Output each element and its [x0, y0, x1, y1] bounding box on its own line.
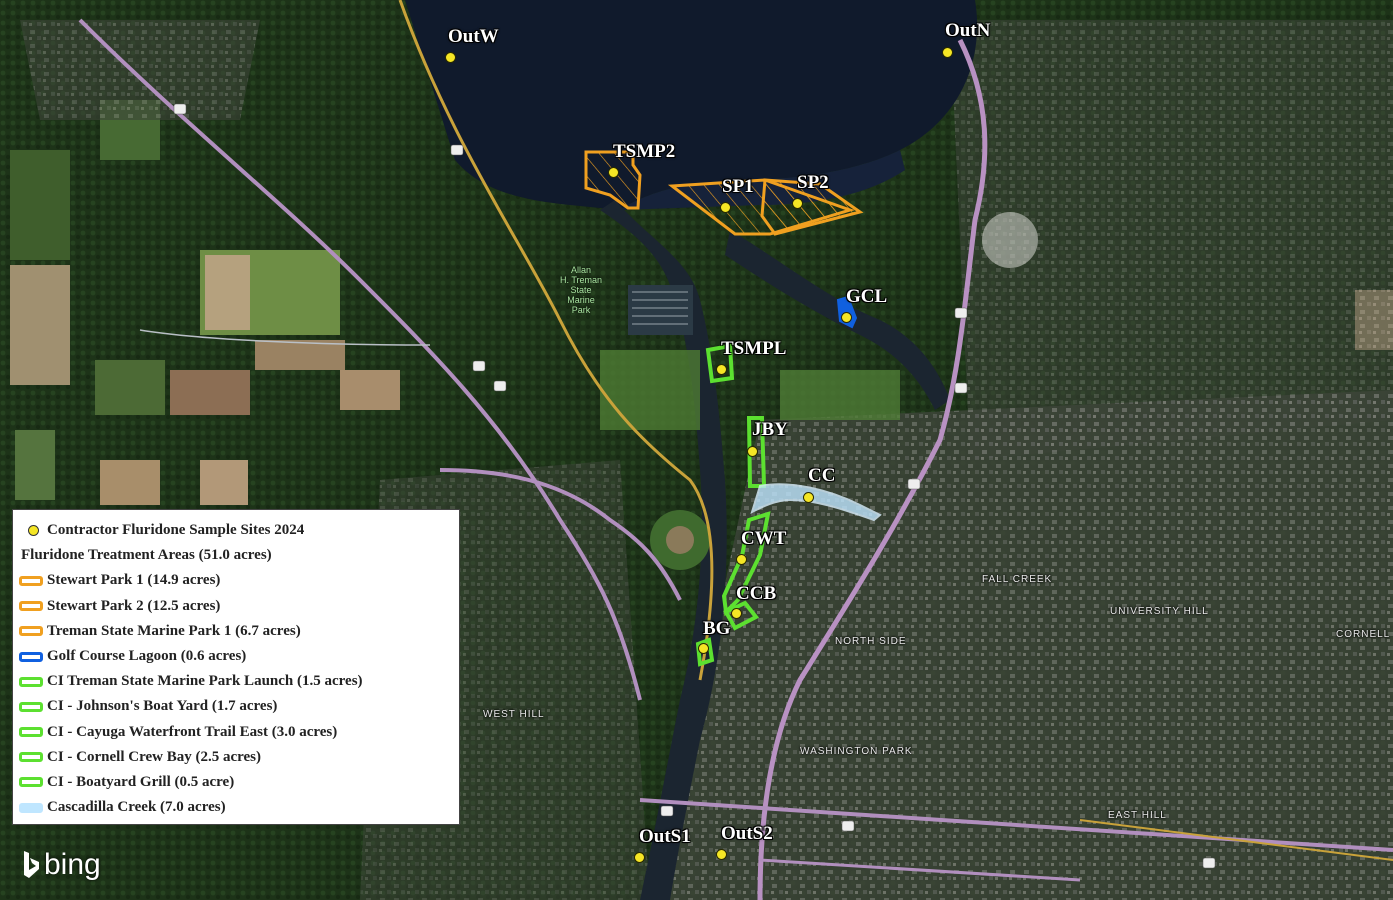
place-label-east-hill: EAST HILL — [1108, 810, 1167, 821]
park-name-label: Allan H. Treman State Marine Park — [560, 265, 603, 315]
sample-site-label-ccb: CCB — [736, 583, 777, 604]
legend-item: CI - Johnson's Boat Yard (1.7 acres) — [19, 694, 453, 719]
legend-swatch-icon — [19, 777, 43, 788]
legend-item-label: CI - Johnson's Boat Yard (1.7 acres) — [47, 698, 278, 715]
sample-site-dot-tsmp2 — [608, 167, 619, 178]
treatment-area-sp2 — [760, 178, 864, 236]
bing-logo: bing — [22, 848, 101, 882]
sample-site-label-tsmp2: TSMP2 — [613, 141, 676, 162]
sample-site-label-bg: BG — [703, 618, 731, 639]
legend-swatch-icon — [19, 651, 43, 662]
legend-item: Cascadilla Creek (7.0 acres) — [19, 795, 453, 820]
sample-site-dot-jby — [747, 446, 758, 457]
legend-item: CI - Cayuga Waterfront Trail East (3.0 a… — [19, 720, 453, 745]
place-label-university-hill: UNIVERSITY HILL — [1110, 606, 1209, 617]
legend-item-label: Stewart Park 1 (14.9 acres) — [47, 572, 221, 589]
place-label-cornell: CORNELL — [1336, 629, 1391, 640]
place-label-fall-creek: FALL CREEK — [982, 574, 1053, 585]
sample-site-dot-outs1 — [634, 852, 645, 863]
sample-site-dot-outs2 — [716, 849, 727, 860]
legend-item: Treman State Marine Park 1 (6.7 acres) — [19, 619, 453, 644]
sample-site-label-cc: CC — [808, 465, 836, 486]
legend-swatch-icon — [19, 575, 43, 586]
sample-site-label-sp1: SP1 — [722, 176, 754, 197]
sample-site-label-sp2: SP2 — [797, 172, 829, 193]
legend-swatch-icon — [19, 701, 43, 712]
legend-item: CI - Boatyard Grill (0.5 acre) — [19, 770, 453, 795]
legend-swatch-icon — [19, 727, 43, 738]
sample-site-dot-ccb — [731, 608, 742, 619]
legend-sample-sites-label: Contractor Fluridone Sample Sites 2024 — [47, 522, 305, 539]
bing-wordmark: bing — [44, 848, 101, 881]
sample-site-label-gcl: GCL — [846, 286, 888, 307]
legend-item-label: CI - Cayuga Waterfront Trail East (3.0 a… — [47, 723, 338, 740]
legend-item-label: Golf Course Lagoon (0.6 acres) — [47, 648, 247, 665]
legend-item-label: CI - Boatyard Grill (0.5 acre) — [47, 773, 235, 790]
sample-site-dot-tsmpl — [716, 364, 727, 375]
sample-site-dot-bg — [698, 643, 709, 654]
legend-item: Stewart Park 1 (14.9 acres) — [19, 568, 453, 593]
place-label-west-hill: WEST HILL — [483, 709, 545, 720]
legend-item: CI Treman State Marine Park Launch (1.5 … — [19, 669, 453, 694]
legend-item: Golf Course Lagoon (0.6 acres) — [19, 644, 453, 669]
legend-swatch-icon — [19, 601, 43, 612]
treatment-area-bg — [695, 637, 715, 667]
legend-treatment-heading: Fluridone Treatment Areas (51.0 acres) — [21, 547, 272, 564]
sample-site-label-outs1: OutS1 — [639, 826, 691, 847]
sample-site-dot-sp1 — [720, 202, 731, 213]
sample-site-dot-gcl — [841, 312, 852, 323]
sample-site-dot-icon — [28, 525, 39, 537]
sample-site-dot-cwt — [736, 554, 747, 565]
legend-items: Stewart Park 1 (14.9 acres) Stewart Park … — [19, 568, 453, 820]
sample-site-label-outw: OutW — [448, 26, 499, 47]
legend-item-label: Treman State Marine Park 1 (6.7 acres) — [47, 622, 301, 639]
treatment-area-tsmp1 — [584, 150, 642, 210]
legend-item: CI - Cornell Crew Bay (2.5 acres) — [19, 745, 453, 770]
bing-b-icon — [24, 851, 39, 878]
sample-site-label-cwt: CWT — [741, 528, 787, 549]
sample-site-dot-outw — [445, 52, 456, 63]
sample-site-label-jby: JBY — [752, 419, 788, 440]
legend-swatch-icon — [19, 676, 43, 687]
sample-site-label-outn: OutN — [945, 20, 991, 41]
legend-swatch-icon — [19, 626, 43, 637]
legend-swatch-icon — [19, 802, 43, 813]
legend-item-label: CI Treman State Marine Park Launch (1.5 … — [47, 673, 363, 690]
sample-site-dot-cc — [803, 492, 814, 503]
place-label-north-side: NORTH SIDE — [835, 636, 907, 647]
treatment-area-tsmpl — [705, 343, 735, 384]
place-label-washington-park: WASHINGTON PARK — [800, 746, 913, 757]
legend-item-label: Stewart Park 2 (12.5 acres) — [47, 597, 221, 614]
sample-site-dot-outn — [942, 47, 953, 58]
legend-swatch-icon — [19, 752, 43, 763]
legend-item-label: Cascadilla Creek (7.0 acres) — [47, 799, 226, 816]
legend-item: Stewart Park 2 (12.5 acres) — [19, 594, 453, 619]
legend-item-label: CI - Cornell Crew Bay (2.5 acres) — [47, 748, 261, 765]
treatment-area-cascadilla — [750, 483, 882, 522]
treatment-area-ccb — [723, 600, 760, 631]
map-legend: Contractor Fluridone Sample Sites 2024 F… — [12, 509, 460, 825]
legend-sample-sites: Contractor Fluridone Sample Sites 2024 — [19, 518, 453, 543]
sample-site-label-tsmpl: TSMPL — [721, 338, 787, 359]
sample-site-label-outs2: OutS2 — [721, 823, 773, 844]
sample-site-dot-sp2 — [792, 198, 803, 209]
